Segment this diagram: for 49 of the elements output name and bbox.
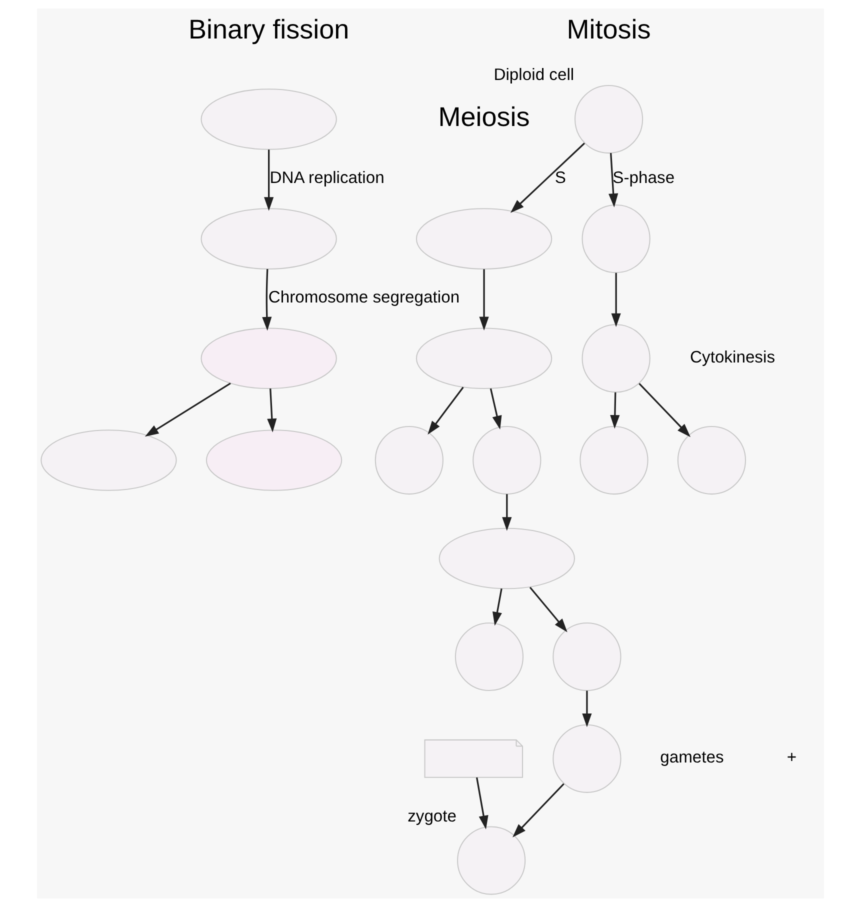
edge-label: Chromosome segregation (268, 288, 460, 307)
node-circle (581, 204, 650, 274)
node-ellipse (200, 328, 336, 390)
node-label: zygote (407, 806, 456, 826)
arrow (610, 272, 620, 328)
arrow (475, 777, 488, 830)
node-ellipse (205, 430, 342, 491)
node-ellipse (415, 208, 552, 270)
node-circle (552, 622, 621, 692)
arrow (478, 269, 488, 330)
arrow (510, 142, 585, 213)
node-circle (574, 84, 643, 154)
node-ellipse (40, 430, 176, 491)
node-circle (581, 324, 650, 393)
arrow (264, 150, 274, 211)
node-ellipse (438, 528, 574, 590)
arrow (512, 783, 564, 838)
label: Meiosis (438, 102, 530, 132)
node-circle (552, 724, 621, 793)
node-circle (374, 426, 443, 495)
arrow (427, 386, 464, 435)
arrow (502, 494, 512, 531)
label: Binary fission (188, 14, 349, 44)
node-circle (676, 426, 746, 495)
node-circle (579, 426, 648, 495)
node-circle (472, 426, 541, 495)
node-ellipse (200, 88, 336, 150)
arrow (489, 388, 502, 430)
arrow (608, 152, 618, 208)
label: Cytokinesis (690, 347, 775, 366)
edge-label: S-phase (612, 168, 674, 187)
arrow (266, 388, 276, 432)
node-circle (454, 622, 524, 692)
label: Mitosis (566, 14, 650, 44)
arrow (638, 383, 690, 438)
edge-label: DNA replication (269, 168, 384, 187)
node-label: Diploid cell (493, 65, 574, 84)
arrow (610, 392, 620, 429)
node-ellipse (200, 208, 336, 270)
arrow (582, 690, 592, 728)
edge-label: S (554, 168, 566, 187)
label: + (786, 748, 796, 767)
node-circle (456, 826, 526, 895)
arrow (492, 588, 502, 626)
label: gametes (660, 748, 724, 767)
arrow (144, 382, 230, 437)
node-ellipse (415, 328, 552, 390)
arrow (528, 586, 567, 632)
arrow (262, 269, 272, 331)
